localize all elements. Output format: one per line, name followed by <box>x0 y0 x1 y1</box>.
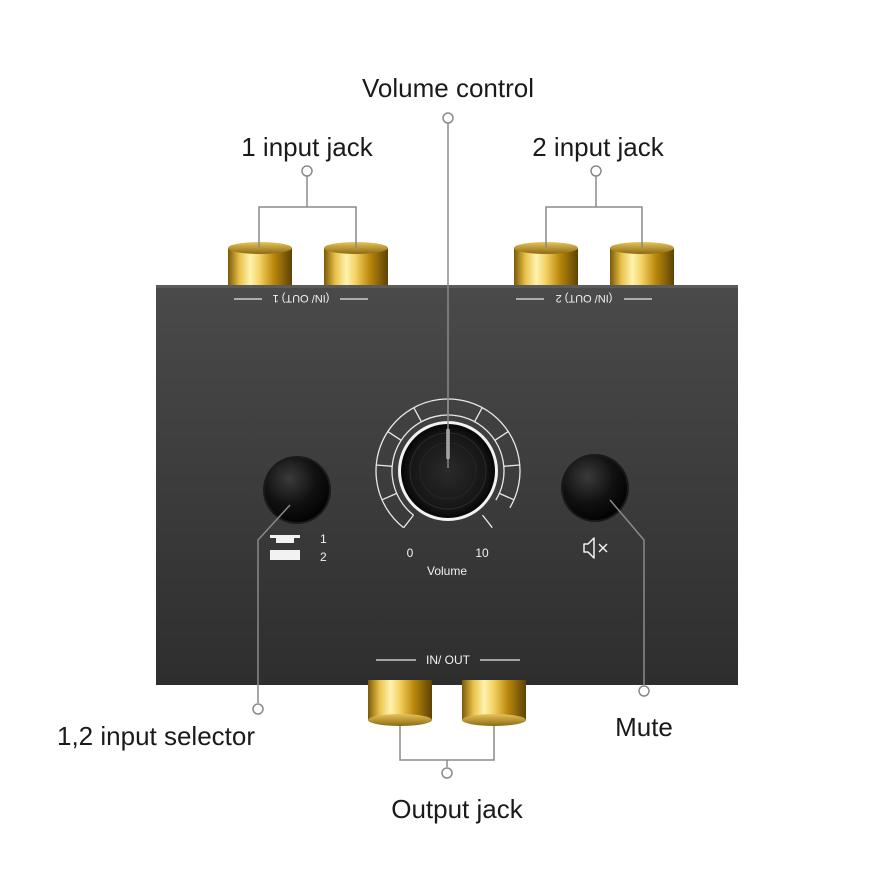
volume-min-label: 0 <box>407 546 414 560</box>
mute-leader <box>609 499 645 685</box>
input-jack-2-callout: 2 input jack <box>532 132 665 162</box>
volume-scale-tick <box>481 514 493 529</box>
input-jack-1-left[interactable] <box>228 242 292 288</box>
output-jack-left[interactable] <box>368 680 432 726</box>
leader-lines <box>257 123 645 767</box>
jack1-panel-label: (IN/ OUT) 1 <box>234 292 368 304</box>
input-jack-1-callout: 1 input jack <box>241 132 374 162</box>
volume-scale-tick <box>494 431 509 441</box>
input-selector-button[interactable] <box>263 456 331 524</box>
output-bracket <box>399 726 495 761</box>
jack2-label-text: (IN/ OUT) 2 <box>556 292 613 304</box>
output-jack-callout: Output jack <box>391 794 524 824</box>
mute-callout: Mute <box>615 712 673 742</box>
output-panel-label: IN/ OUT <box>376 653 520 667</box>
selector-leader <box>257 504 291 703</box>
jack2-panel-label: (IN/ OUT) 2 <box>516 292 652 304</box>
volume-scale-tick <box>503 464 520 467</box>
volume-scale-tick <box>413 407 422 423</box>
volume-scale-tick <box>499 492 515 501</box>
output-label-text: IN/ OUT <box>426 653 471 667</box>
volume-scale-tick <box>403 514 415 529</box>
jack1-bracket <box>258 206 357 248</box>
selector-position-1: 1 <box>320 532 327 546</box>
mute-button[interactable] <box>561 454 629 522</box>
volume-max-label: 10 <box>475 546 489 560</box>
volume-scale-tick <box>376 464 393 467</box>
volume-scale-tick <box>474 407 483 423</box>
input-jack-2-right[interactable] <box>610 242 674 288</box>
volume-knob[interactable] <box>398 421 498 521</box>
body-top-edge <box>156 285 738 288</box>
selector-position-2: 2 <box>320 550 327 564</box>
jack2-bracket <box>545 206 643 248</box>
leader-markers <box>252 112 650 779</box>
output-jack-right[interactable] <box>462 680 526 726</box>
speaker-muted-icon <box>583 537 608 559</box>
jack1-label-text: (IN/ OUT) 1 <box>273 292 330 304</box>
input-jack-1-right[interactable] <box>324 242 388 288</box>
volume-scale-tick <box>381 492 397 501</box>
input-jack-2-left[interactable] <box>514 242 578 288</box>
push-button-position-icon <box>270 535 300 560</box>
volume-control-callout: Volume control <box>362 73 534 103</box>
volume-scale-tick <box>387 431 402 441</box>
volume-label: Volume <box>427 564 467 578</box>
input-selector-callout: 1,2 input selector <box>57 721 255 751</box>
